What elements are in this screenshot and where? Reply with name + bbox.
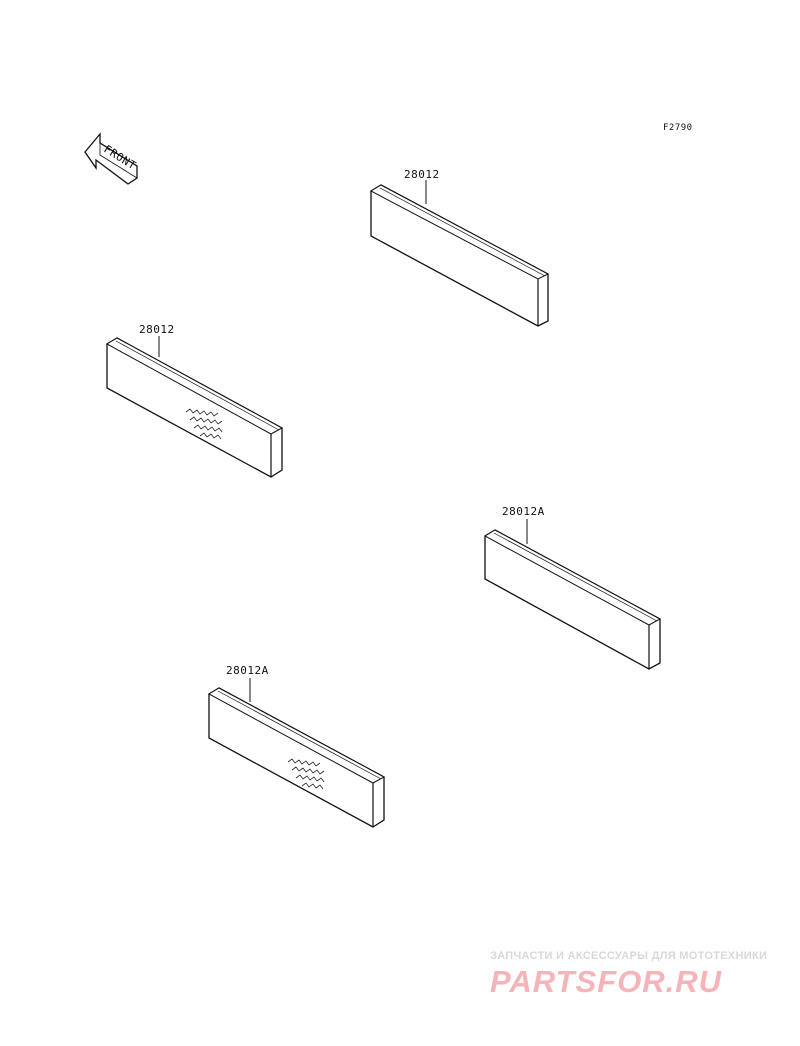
reflector-part-2: 28012 xyxy=(105,323,284,478)
part-label-3: 28012A xyxy=(502,505,545,518)
reflector-part-3: 28012A xyxy=(483,505,662,670)
figure-ref: F2790 xyxy=(663,123,693,133)
front-arrow-icon: FRONT xyxy=(84,132,139,185)
part-label-1: 28012 xyxy=(404,168,440,181)
watermark-brand: PARTSFOR.RU xyxy=(490,964,723,999)
emblem-icon xyxy=(185,408,223,440)
part-label-4: 28012A xyxy=(226,664,269,677)
reflector-part-1: 28012 xyxy=(369,168,550,327)
emblem-icon xyxy=(287,758,325,790)
reflector-part-4: 28012A xyxy=(207,664,386,828)
part-label-2: 28012 xyxy=(139,323,175,336)
watermark-tagline: ЗАПЧАСТИ И АКСЕССУАРЫ ДЛЯ МОТОТЕХНИКИ xyxy=(490,950,768,962)
